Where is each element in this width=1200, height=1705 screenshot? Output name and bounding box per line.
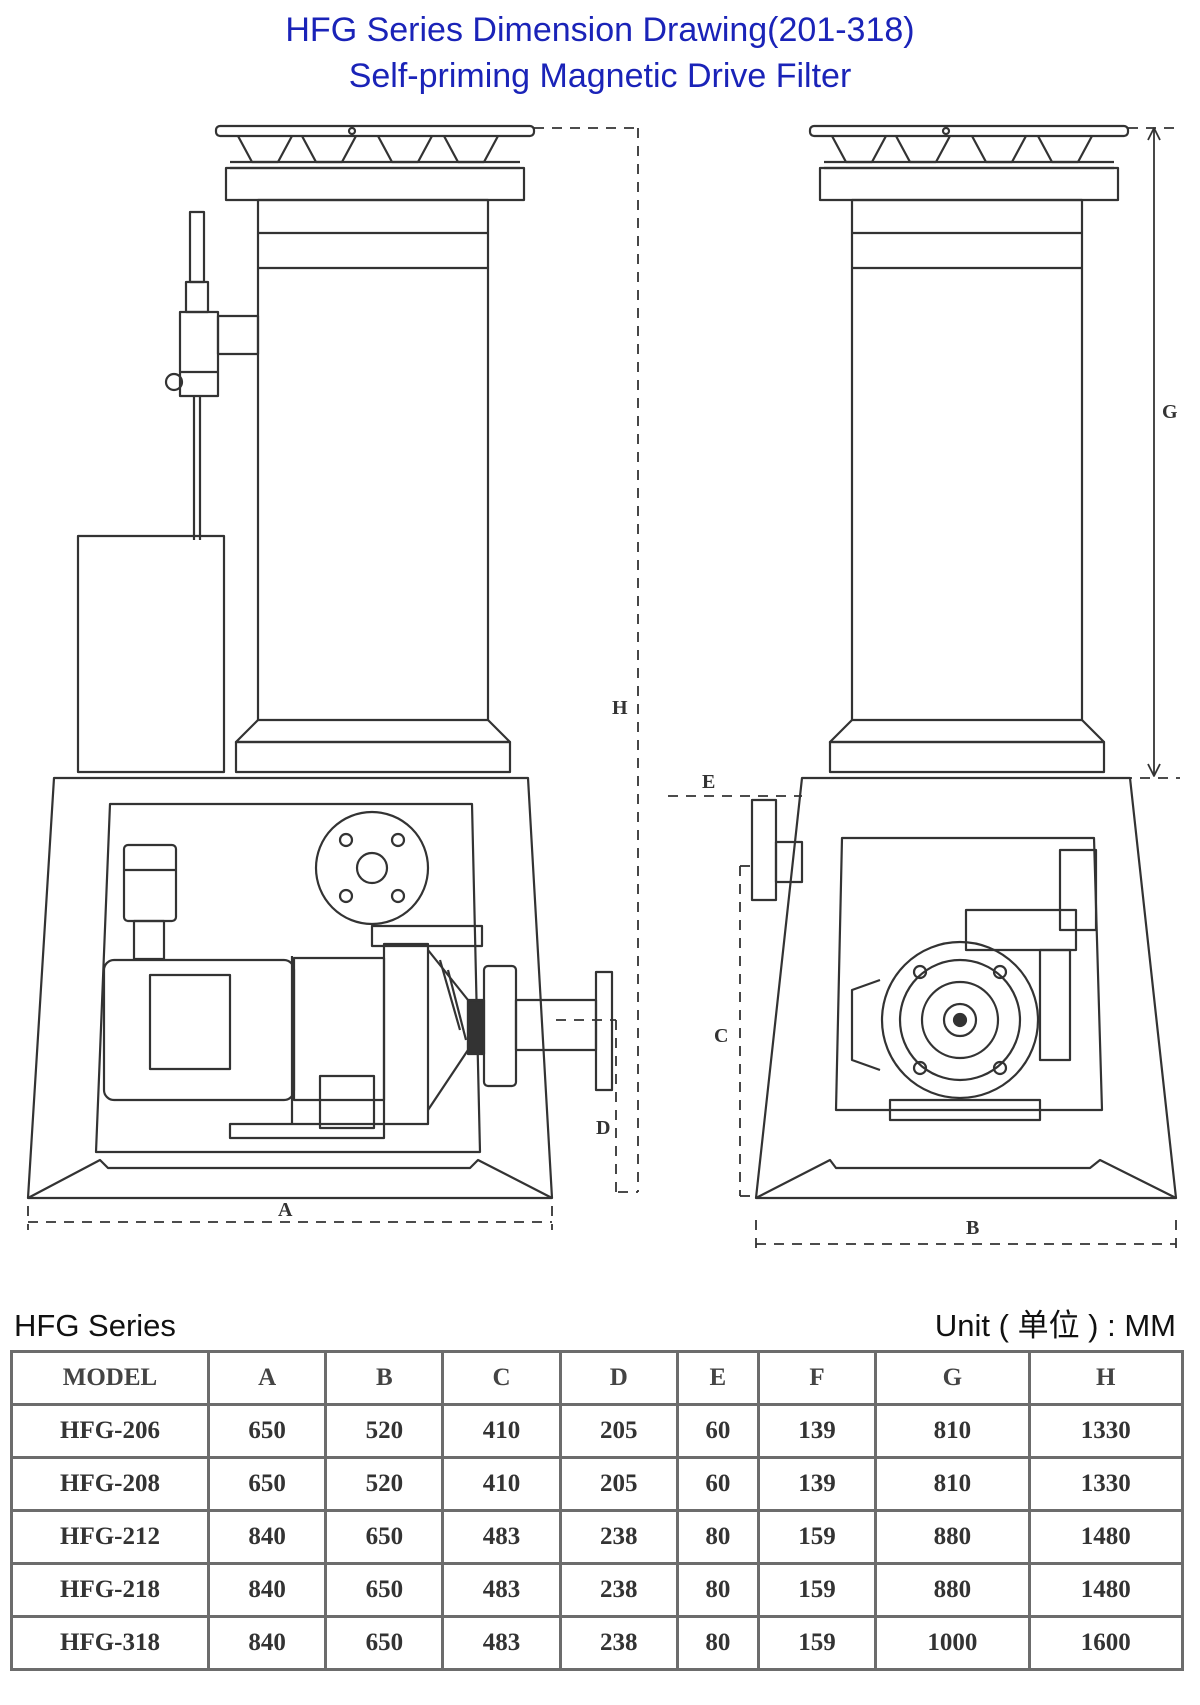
table-cell: 520 — [324, 1403, 445, 1459]
table-cell: 410 — [441, 1456, 562, 1512]
drawing-subtitle: Self-priming Magnetic Drive Filter — [348, 57, 852, 95]
table-cell: 159 — [756, 1509, 878, 1565]
dim-G — [1104, 127, 1180, 779]
table-cell: 1600 — [1027, 1615, 1185, 1671]
column-header: B — [324, 1350, 445, 1406]
table-cell: 880 — [874, 1562, 1031, 1618]
table-row: HFG-218 840 650 483 238 80 159 880 1480 — [10, 1562, 1185, 1618]
label-A: A — [278, 1199, 293, 1221]
column-header: A — [206, 1350, 328, 1406]
table-cell: 880 — [874, 1509, 1031, 1565]
table-cell: 205 — [558, 1403, 679, 1459]
table-cell: 1480 — [1027, 1509, 1185, 1565]
table-row: HFG-212 840 650 483 238 80 159 880 1480 — [10, 1509, 1185, 1565]
label-G: G — [1162, 401, 1178, 423]
dim-H — [27, 127, 639, 1230]
table-cell: HFG-318 — [10, 1615, 210, 1671]
filter-housing-left — [234, 198, 512, 774]
table-cell: HFG-212 — [10, 1509, 210, 1565]
label-H: H — [612, 697, 628, 719]
column-header: MODEL — [10, 1350, 210, 1406]
table-header-row: MODEL A B C D E F G H — [10, 1350, 1185, 1406]
base-stand-left — [26, 776, 554, 1200]
table-cell: 650 — [324, 1509, 445, 1565]
table-cell: 520 — [324, 1456, 445, 1512]
table-cell: 483 — [441, 1509, 562, 1565]
table-cell: 840 — [206, 1509, 328, 1565]
top-flange-left — [214, 124, 536, 202]
left-view — [26, 124, 639, 1230]
top-flange-right — [808, 124, 1130, 202]
table-cell: 1480 — [1027, 1562, 1185, 1618]
table-cell: 650 — [206, 1456, 328, 1512]
table-cell: 80 — [675, 1509, 760, 1565]
control-box-left — [76, 534, 226, 774]
table-row: HFG-206 650 520 410 205 60 139 810 1330 — [10, 1403, 1185, 1459]
table-cell: 238 — [558, 1509, 679, 1565]
table-cell: 80 — [675, 1562, 760, 1618]
table-cell: 60 — [675, 1403, 760, 1459]
table-cell: 650 — [206, 1403, 328, 1459]
table-cell: 139 — [756, 1456, 878, 1512]
table-row: HFG-318 840 650 483 238 80 159 1000 1600 — [10, 1615, 1185, 1671]
label-B: B — [966, 1217, 979, 1239]
table-cell: 483 — [441, 1562, 562, 1618]
dimension-table: MODEL A B C D E F G H HFG-206 650 520 41… — [10, 1350, 1185, 1671]
label-E: E — [702, 771, 715, 793]
table-cell: 410 — [441, 1403, 562, 1459]
table-cell: 159 — [756, 1615, 878, 1671]
unit-label: Unit ( 单位 ) : MM — [934, 1308, 1176, 1343]
table-cell: 139 — [756, 1403, 878, 1459]
column-header: F — [756, 1350, 878, 1406]
table-cell: 238 — [558, 1562, 679, 1618]
table-cell: 1330 — [1027, 1403, 1185, 1459]
table-cell: 205 — [558, 1456, 679, 1512]
table-cell: 238 — [558, 1615, 679, 1671]
label-D: D — [596, 1117, 610, 1139]
table-cell: 483 — [441, 1615, 562, 1671]
table-cell: 840 — [206, 1562, 328, 1618]
dimension-drawing: H G A B C D E — [26, 124, 1180, 1250]
table-cell: 159 — [756, 1562, 878, 1618]
column-header: C — [441, 1350, 562, 1406]
table-row: HFG-208 650 520 410 205 60 139 810 1330 — [10, 1456, 1185, 1512]
column-header: G — [874, 1350, 1031, 1406]
right-view — [668, 124, 1180, 1250]
table-cell: 1330 — [1027, 1456, 1185, 1512]
valve-left — [164, 210, 260, 540]
column-header: D — [558, 1350, 679, 1406]
table-cell: 80 — [675, 1615, 760, 1671]
pump-right — [850, 848, 1098, 1122]
table-cell: 810 — [874, 1403, 1031, 1459]
table-cell: 60 — [675, 1456, 760, 1512]
table-cell: 840 — [206, 1615, 328, 1671]
table-cell: HFG-206 — [10, 1403, 210, 1459]
column-header: H — [1027, 1350, 1185, 1406]
label-C: C — [714, 1025, 728, 1047]
series-label: HFG Series — [14, 1308, 176, 1343]
table-cell: 1000 — [874, 1615, 1031, 1671]
table-cell: 650 — [324, 1562, 445, 1618]
table-cell: 810 — [874, 1456, 1031, 1512]
table-cell: 650 — [324, 1615, 445, 1671]
pump-left — [102, 810, 614, 1140]
column-header: E — [675, 1350, 760, 1406]
table-cell: HFG-208 — [10, 1456, 210, 1512]
table-cell: HFG-218 — [10, 1562, 210, 1618]
base-stand-right — [750, 776, 1178, 1200]
drawing-title: HFG Series Dimension Drawing(201-318) — [285, 11, 915, 49]
filter-housing-right — [828, 198, 1106, 774]
dim-CEB — [668, 795, 1177, 1250]
